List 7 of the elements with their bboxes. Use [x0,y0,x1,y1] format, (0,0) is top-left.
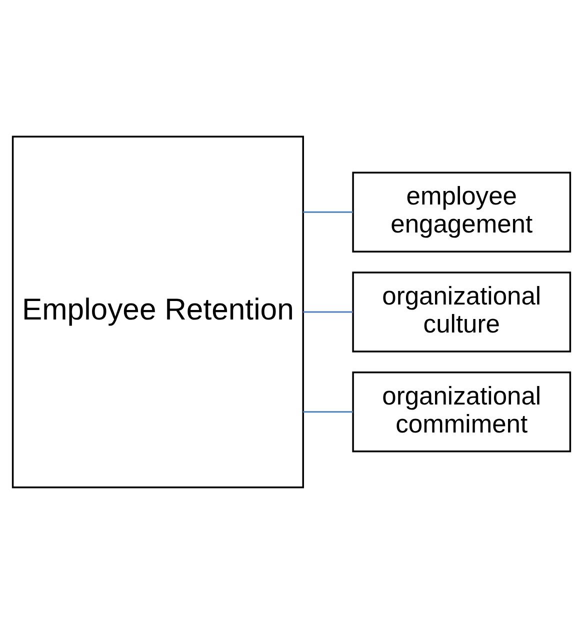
node-box: employee engagement [352,172,572,252]
node-box: Employee Retention [12,136,304,488]
connector [303,411,353,413]
connector [303,211,353,213]
connector [303,311,353,313]
node-box: organizational commiment [352,372,572,452]
node-box: organizational culture [352,272,572,352]
